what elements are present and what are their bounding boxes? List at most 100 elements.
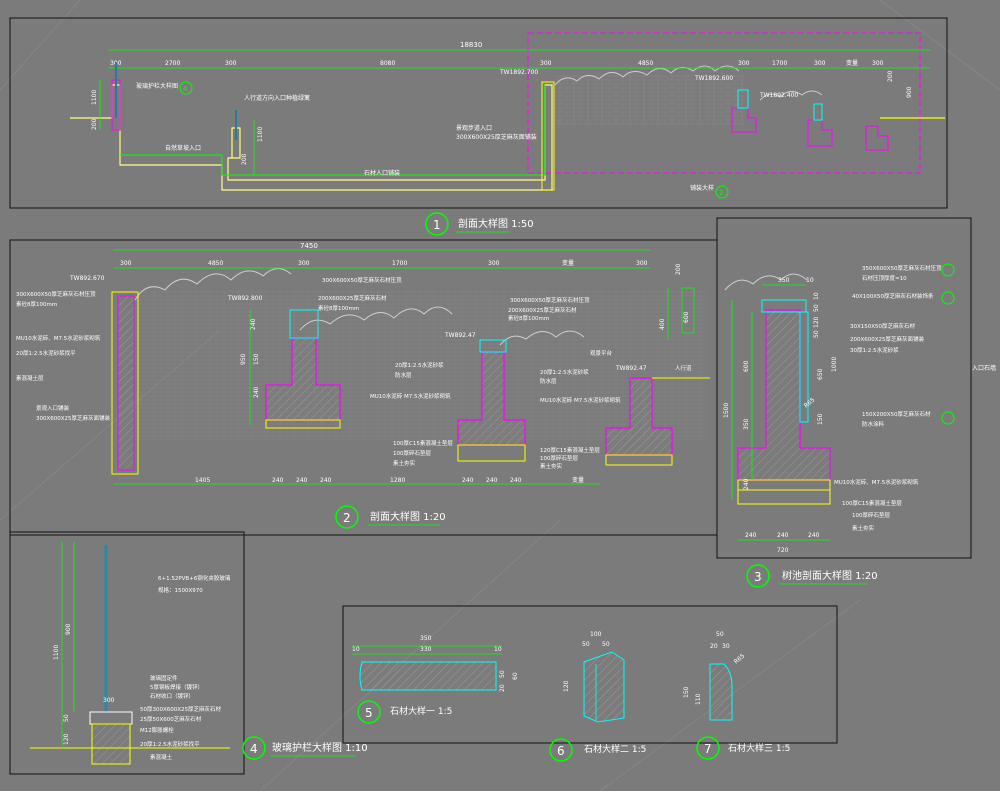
svg-text:观景平台: 观景平台	[590, 349, 613, 357]
svg-text:素砼8厚100mm: 素砼8厚100mm	[508, 314, 549, 322]
svg-text:1100: 1100	[257, 127, 264, 142]
svg-text:300: 300	[738, 60, 750, 67]
svg-text:变量: 变量	[572, 476, 584, 484]
svg-text:1280: 1280	[390, 477, 405, 484]
svg-text:300: 300	[488, 260, 500, 267]
svg-text:50: 50	[602, 641, 610, 648]
panel-2-mid-notes: 300X600X50厚芝麻灰石材压顶 200X600X25厚芝麻灰石材 素砼8厚…	[318, 276, 453, 467]
panel-1-profile-outline	[70, 84, 553, 191]
svg-text:150: 150	[253, 353, 260, 365]
svg-text:720: 720	[777, 547, 789, 554]
svg-text:铺装大样: 铺装大样	[690, 184, 714, 192]
panel-1-title-circle	[425, 212, 449, 236]
svg-text:50厚300X600X25厚芝麻灰石材: 50厚300X600X25厚芝麻灰石材	[140, 705, 222, 713]
svg-text:300X600X50厚芝麻灰石材压顶: 300X600X50厚芝麻灰石材压顶	[322, 276, 402, 284]
svg-text:石材人口铺装: 石材人口铺装	[364, 169, 400, 177]
svg-text:自然草坡入口: 自然草坡入口	[165, 144, 201, 152]
svg-text:240: 240	[808, 532, 820, 539]
svg-text:110: 110	[695, 693, 702, 705]
panel-1-ref-bubble-b	[715, 185, 729, 199]
panel-2-top-dims: 300 4850 300 1700 300 变量 300	[120, 259, 648, 267]
panel-3-title-num: 3	[754, 570, 762, 584]
panel-2-title-num: 2	[343, 511, 351, 525]
svg-text:4850: 4850	[638, 60, 653, 67]
svg-text:50: 50	[813, 330, 820, 338]
svg-text:TW1892.700: TW1892.700	[499, 69, 538, 76]
svg-text:300: 300	[225, 60, 237, 67]
svg-text:素混凝土层: 素混凝土层	[16, 374, 44, 382]
svg-text:30厚1:2.5水泥砂浆: 30厚1:2.5水泥砂浆	[850, 346, 899, 354]
panel-3-frame	[716, 217, 972, 559]
stone-details-panel: 350 10 330 10 50 60 20 5 石材大样一 1:5 100 5…	[342, 605, 838, 762]
svg-text:10: 10	[813, 292, 820, 300]
svg-text:100厚C15素混凝土垫层: 100厚C15素混凝土垫层	[842, 499, 902, 507]
panel-1-vertical-dims: 1100 200 1100 200 900 200	[91, 70, 913, 175]
svg-text:6+1.52PVB+6钢化夹胶玻璃: 6+1.52PVB+6钢化夹胶玻璃	[158, 574, 231, 582]
panel-3-ref-bubbles	[941, 263, 955, 425]
panel-2-bottom-dims: 1405 240 240 240 1280 240 240 240 变量	[195, 476, 584, 484]
svg-text:200: 200	[91, 118, 98, 130]
svg-text:300: 300	[636, 260, 648, 267]
svg-text:120: 120	[63, 733, 70, 745]
panel-1-total-dim: 18830	[460, 41, 482, 49]
svg-text:1405: 1405	[195, 477, 210, 484]
panel-1-segment-dims: 300 2700 300 8080 300 4850 300 1700 300 …	[110, 59, 884, 67]
svg-text:60: 60	[512, 672, 519, 680]
svg-text:300X600X25厚芝麻灰面铺装: 300X600X25厚芝麻灰面铺装	[456, 133, 537, 141]
panel-1-title: 剖面大样图 1:50	[458, 217, 534, 230]
svg-text:350: 350	[420, 635, 432, 642]
stone-details-frame	[342, 605, 838, 744]
panel-4-title-num: 4	[250, 742, 258, 756]
svg-text:10: 10	[352, 646, 360, 653]
panel-4-section: 1100 900 300 50 120 6+1.52PVB+6钢化夹胶玻璃 规格…	[9, 531, 368, 775]
svg-text:100厚碎石垫层: 100厚碎石垫层	[393, 449, 431, 457]
svg-text:300X600X50厚芝麻灰石材压顶: 300X600X50厚芝麻灰石材压顶	[510, 296, 590, 304]
svg-text:150: 150	[817, 413, 824, 425]
svg-text:300X600X25厚芝麻灰面铺装: 300X600X25厚芝麻灰面铺装	[36, 414, 111, 422]
panel-4-dims: 1100 900 300 50 120	[53, 542, 115, 748]
svg-text:M12膨胀螺栓: M12膨胀螺栓	[140, 726, 174, 734]
svg-text:30: 30	[722, 643, 730, 650]
svg-text:素土夯实: 素土夯实	[852, 524, 875, 532]
panel-2-planter-2	[457, 339, 526, 462]
svg-text:TW1892.400: TW1892.400	[759, 92, 798, 99]
svg-text:20厚1:2.5水泥砂浆: 20厚1:2.5水泥砂浆	[540, 368, 589, 376]
svg-text:玻璃护栏大样图: 玻璃护栏大样图	[136, 82, 178, 90]
svg-text:人行道方向入口种植绿篱: 人行道方向入口种植绿篱	[244, 94, 310, 102]
svg-text:100厚碎石垫层: 100厚碎石垫层	[540, 454, 578, 462]
panel-6-title: 石材大样二 1:5	[584, 743, 646, 755]
svg-text:240: 240	[462, 477, 474, 484]
svg-text:240: 240	[486, 477, 498, 484]
panel-2-vertical-dims: 240 950 150 240 400 600 200	[240, 263, 695, 425]
panel-1-planters	[731, 89, 945, 151]
svg-text:300: 300	[120, 260, 132, 267]
svg-text:240: 240	[320, 477, 332, 484]
svg-text:120: 120	[563, 680, 570, 692]
svg-text:950: 950	[240, 353, 247, 365]
svg-text:R65: R65	[733, 652, 747, 665]
svg-text:600: 600	[683, 311, 690, 323]
svg-text:防水涂料: 防水涂料	[862, 420, 885, 428]
svg-text:1700: 1700	[392, 260, 407, 267]
svg-text:300: 300	[814, 60, 826, 67]
svg-text:防水层: 防水层	[540, 377, 557, 385]
svg-text:MU10水泥砖、M7.5水泥砂浆砌筑: MU10水泥砖、M7.5水泥砂浆砌筑	[16, 334, 101, 342]
panel-3-top-dims: 350 10 50 120 10 50	[762, 277, 820, 338]
svg-text:20: 20	[499, 684, 506, 692]
svg-text:石材压顶厚度=10: 石材压顶厚度=10	[862, 274, 907, 282]
svg-text:素土夯实: 素土夯实	[393, 459, 416, 467]
svg-text:240: 240	[777, 532, 789, 539]
svg-text:1100: 1100	[91, 90, 98, 105]
panel-3-bottom-dims: 240 240 240 720	[738, 532, 830, 554]
svg-text:300: 300	[298, 260, 310, 267]
svg-text:600: 600	[743, 360, 750, 372]
panel-1-frame	[9, 17, 948, 209]
svg-text:200: 200	[241, 153, 248, 165]
svg-text:200X600X25厚芝麻灰石材: 200X600X25厚芝麻灰石材	[508, 306, 577, 314]
svg-text:350: 350	[743, 418, 750, 430]
svg-text:TW892.47: TW892.47	[444, 332, 476, 339]
svg-text:240: 240	[745, 532, 757, 539]
svg-text:650: 650	[817, 368, 824, 380]
svg-text:240: 240	[510, 477, 522, 484]
panel-4-notes: 6+1.52PVB+6钢化夹胶玻璃 规格：1500X970 玻璃固定件 5厚钢板…	[140, 574, 231, 761]
